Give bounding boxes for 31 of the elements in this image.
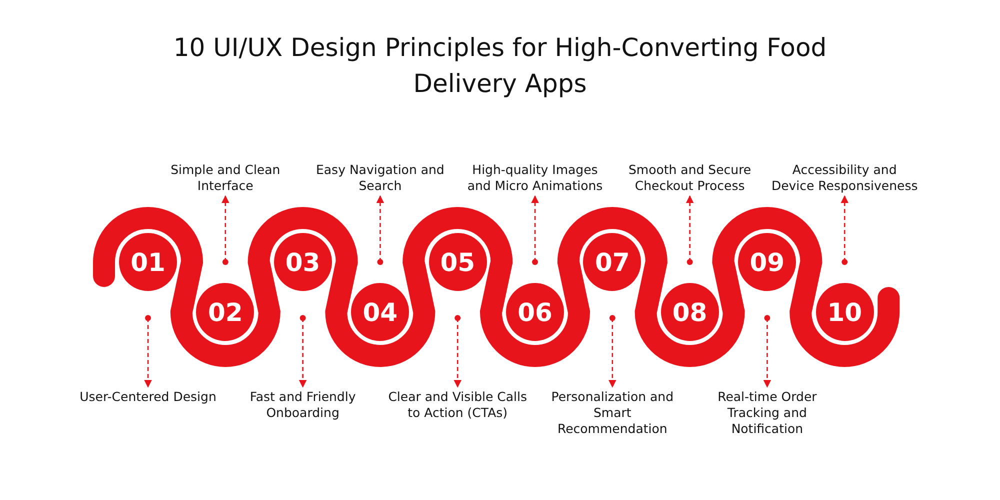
principle-label: Clear and Visible Calls to Action (CTAs) bbox=[382, 389, 533, 421]
number-circle: 04 bbox=[351, 283, 410, 341]
number-circle: 07 bbox=[583, 233, 642, 291]
dashed-arrow bbox=[840, 195, 848, 265]
principle-label: Simple and Clean Interface bbox=[150, 162, 300, 194]
number-circle: 09 bbox=[738, 233, 796, 291]
principle-label: Personalization and Smart Recommendation bbox=[537, 389, 688, 437]
principle-label: Real-time Order Tracking and Notification bbox=[692, 389, 842, 437]
principle-label: User-Centered Design bbox=[73, 389, 223, 405]
dashed-arrow bbox=[222, 195, 230, 265]
number-circle: 10 bbox=[816, 283, 874, 341]
principle-label: High-quality Images and Micro Animations bbox=[460, 162, 610, 194]
principle-label: Easy Navigation and Search bbox=[305, 162, 456, 194]
dashed-arrow bbox=[454, 315, 462, 388]
title: 10 UI/UX Design Principles for High-Converting Food Delivery Apps bbox=[172, 32, 828, 100]
principle-label: Fast and Friendly Onboarding bbox=[228, 389, 378, 421]
number-circle: 06 bbox=[506, 283, 564, 341]
principle-label: Smooth and Secure Checkout Process bbox=[614, 162, 765, 194]
dashed-arrow bbox=[144, 315, 152, 388]
principle-label: Accessibility and Device Responsiveness bbox=[770, 162, 920, 194]
dashed-arrow bbox=[376, 195, 384, 265]
dashed-arrow bbox=[608, 315, 616, 388]
dashed-arrow bbox=[531, 195, 539, 265]
number-circle: 03 bbox=[274, 233, 332, 291]
number-circle: 02 bbox=[196, 283, 254, 341]
number-circle: 05 bbox=[428, 233, 487, 291]
dashed-arrow bbox=[298, 315, 307, 388]
number-circle: 01 bbox=[119, 233, 177, 291]
dashed-arrow bbox=[686, 195, 694, 265]
number-circle: 08 bbox=[660, 283, 719, 341]
dashed-arrow bbox=[763, 315, 772, 388]
